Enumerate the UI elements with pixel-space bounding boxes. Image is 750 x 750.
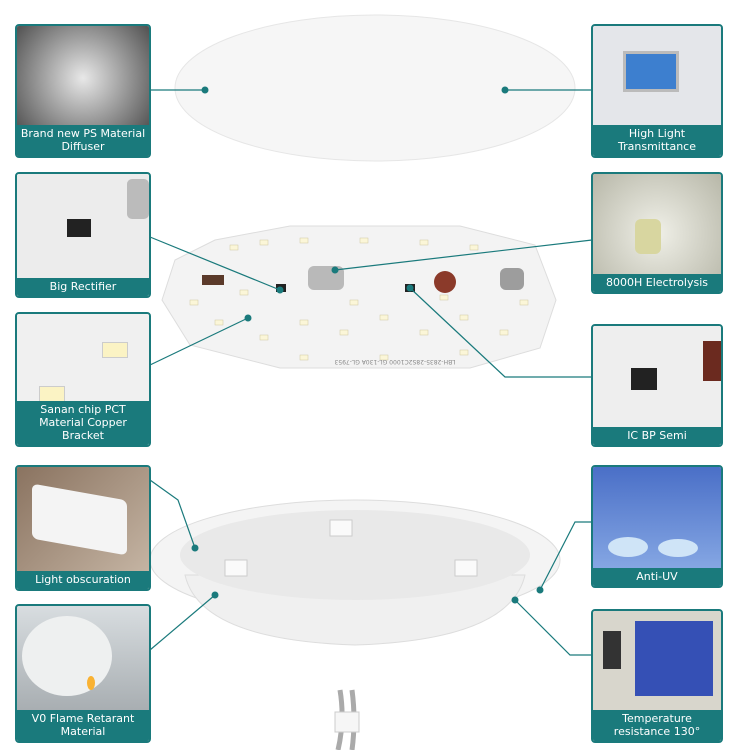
ic-chip-photo [593, 326, 721, 445]
feature-card-ps-diffuser: Brand new PS Material Diffuser [15, 24, 151, 158]
feature-label: V0 Flame Retarant Material [17, 710, 149, 741]
clip [454, 559, 478, 577]
callout-lines [149, 89, 593, 656]
rectifier-chip-photo [17, 174, 149, 296]
feature-card-rectifier: Big Rectifier [15, 172, 151, 298]
led-chips [189, 237, 529, 361]
housing-inner [180, 510, 530, 600]
feature-label: Temperature resistance 130° [593, 710, 721, 741]
connector [334, 711, 360, 733]
feature-label: Brand new PS Material Diffuser [17, 125, 149, 156]
feature-card-temperature: Temperature resistance 130° [591, 609, 723, 743]
capacitor-photo [593, 174, 721, 292]
resistor [202, 275, 224, 285]
feature-card-ic: IC BP Semi [591, 324, 723, 447]
feature-label: Big Rectifier [17, 278, 149, 296]
clip [329, 519, 353, 537]
clip [224, 559, 248, 577]
feature-label: IC BP Semi [593, 427, 721, 445]
feature-label: High Light Transmittance [593, 125, 721, 156]
feature-card-electrolysis: 8000H Electrolysis [591, 172, 723, 294]
lit-panel-photo [17, 467, 149, 589]
inductor [434, 271, 456, 293]
feature-label: 8000H Electrolysis [593, 274, 721, 292]
feature-card-v0-flame: V0 Flame Retarant Material [15, 604, 151, 743]
diffuser-disc [174, 14, 576, 162]
feature-label: Anti-UV [593, 568, 721, 586]
uv-test-photo [593, 467, 721, 586]
feature-card-anti-uv: Anti-UV [591, 465, 723, 588]
callout-dots [191, 86, 544, 604]
capacitor [500, 268, 524, 290]
pcb-marking: LBH-2835-28S2C1000 GL-130A GL-7953 [334, 358, 455, 365]
feature-label: Sanan chip PCT Material Copper Bracket [17, 401, 149, 445]
feature-card-sanan-chip: Sanan chip PCT Material Copper Bracket [15, 312, 151, 447]
pcb-board [161, 225, 557, 369]
feature-card-transmittance: High Light Transmittance [591, 24, 723, 158]
feature-label: Light obscuration [17, 571, 149, 589]
feature-card-light-obscuration: Light obscuration [15, 465, 151, 591]
